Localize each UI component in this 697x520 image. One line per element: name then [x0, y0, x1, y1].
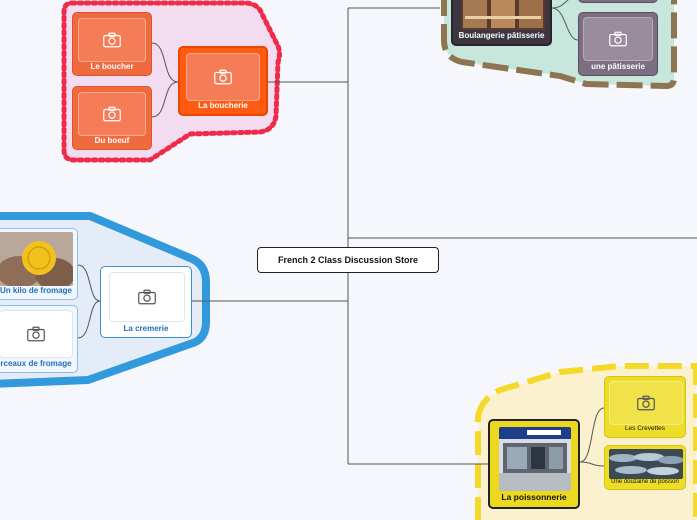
- image-placeholder: [78, 18, 146, 62]
- cheese-photo: [0, 232, 73, 286]
- camera-icon: [214, 69, 232, 85]
- topic-boulangerie-patisserie[interactable]: Boulangerie pâtisserie: [451, 0, 552, 46]
- camera-icon: [138, 289, 156, 305]
- topic-label: La cremerie: [123, 324, 169, 333]
- fish-shop-photo: [499, 427, 571, 491]
- camera-icon: [103, 32, 121, 48]
- bakery-photo: [461, 0, 545, 30]
- topic-label: Le boucher: [90, 62, 134, 71]
- topic-la-cremerie[interactable]: La cremerie: [100, 266, 192, 338]
- topic-le-boucher[interactable]: Le boucher: [72, 12, 152, 76]
- topic-label: rceaux de fromage: [0, 359, 72, 368]
- camera-icon: [637, 395, 655, 411]
- topic-label: La poissonnerie: [501, 492, 567, 502]
- connector-lines: [77, 0, 697, 467]
- topic-les-crevettes[interactable]: Les Crevettes: [604, 376, 686, 438]
- topic-du-boeuf[interactable]: Du boeuf: [72, 86, 152, 150]
- camera-icon: [27, 326, 45, 342]
- image-placeholder: [186, 53, 260, 101]
- topic-label: Une douzaine de poisson: [611, 479, 679, 485]
- topic-une-patisserie[interactable]: une pâtisserie: [578, 12, 658, 76]
- topic-label: Les Crevettes: [624, 425, 666, 432]
- topic-partial-top[interactable]: [578, 0, 658, 3]
- fish-photo: [609, 449, 683, 479]
- image-placeholder: [109, 272, 185, 322]
- topic-label: Boulangerie pâtisserie: [458, 31, 545, 40]
- topic-la-boucherie[interactable]: La boucherie: [178, 46, 268, 116]
- camera-icon: [103, 106, 121, 122]
- camera-icon: [609, 31, 627, 47]
- topic-un-kilo-de-fromage[interactable]: Un kilo de fromage: [0, 228, 78, 300]
- image-placeholder: [78, 92, 146, 136]
- central-topic[interactable]: French 2 Class Discussion Store: [257, 247, 439, 273]
- topic-morceaux-de-fromage[interactable]: rceaux de fromage: [0, 305, 78, 373]
- topic-label: Un kilo de fromage: [0, 286, 72, 295]
- topic-label: La boucherie: [198, 101, 248, 110]
- image-placeholder: [0, 310, 73, 358]
- topic-label: une pâtisserie: [591, 62, 645, 71]
- topic-label: Du boeuf: [94, 136, 130, 145]
- central-topic-label: French 2 Class Discussion Store: [277, 255, 419, 265]
- topic-une-douzaine-de-poisson[interactable]: Une douzaine de poisson: [604, 445, 686, 490]
- image-placeholder: [583, 17, 653, 61]
- topic-la-poissonnerie[interactable]: La poissonnerie: [488, 419, 580, 509]
- image-placeholder: [609, 381, 683, 425]
